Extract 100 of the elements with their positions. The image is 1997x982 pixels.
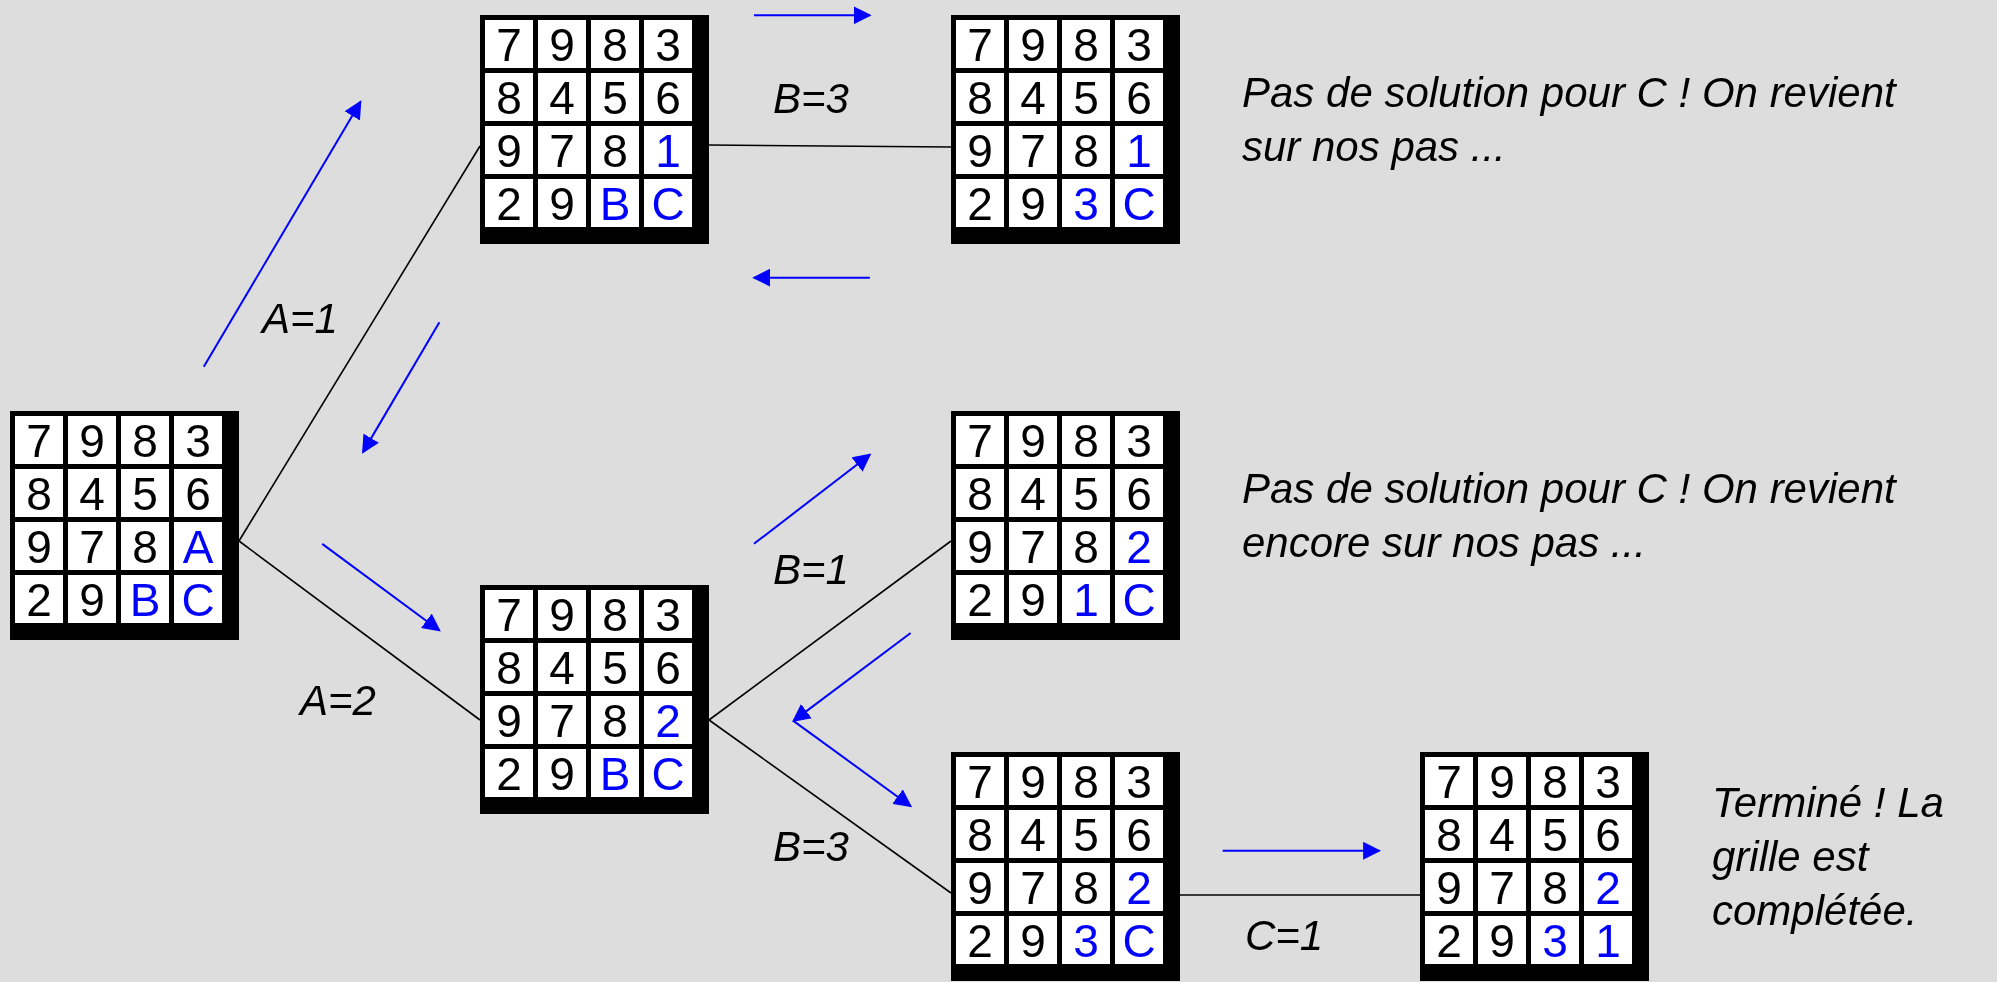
tree-branch-line	[1179, 894, 1421, 896]
grid-cell: 1	[1584, 916, 1632, 964]
grid-cell: 9	[1425, 863, 1473, 911]
sudoku-grid	[480, 585, 709, 814]
grid-cell: 9	[538, 749, 586, 797]
grid-cell: 8	[1062, 757, 1110, 805]
grid-cell: 8	[1062, 863, 1110, 911]
grid-cell: 5	[591, 73, 639, 121]
grid-cell: 7	[956, 757, 1004, 805]
grid-cell: 7	[1425, 757, 1473, 805]
grid-cell: 8	[1531, 863, 1579, 911]
annotation-text: Pas de solution pour C ! On revient encore sur nos pas ...	[1242, 464, 1898, 568]
grid-cell: 1	[1115, 126, 1163, 174]
grid-cell: 8	[591, 696, 639, 744]
edge-label: B=3	[773, 75, 849, 123]
annotation-text: Pas de solution pour C ! On revient sur nos pas ...	[1242, 68, 1898, 172]
grid-cell: 7	[956, 416, 1004, 464]
grid-cell: 2	[1584, 863, 1632, 911]
tree-branch-line	[238, 145, 481, 542]
edge-label: A=1	[262, 295, 338, 343]
grid-cell: 5	[591, 643, 639, 691]
grid-cell: C	[1115, 179, 1163, 227]
tree-branch-line	[708, 540, 952, 721]
grid-cell: 8	[591, 590, 639, 638]
grid-cell: 8	[15, 469, 63, 517]
grid-cell: 8	[1531, 757, 1579, 805]
grid-cell: C	[1115, 575, 1163, 623]
grid-cell: 9	[1009, 757, 1057, 805]
sudoku-grid	[480, 15, 709, 244]
grid-cell: 7	[1009, 863, 1057, 911]
grid-cell: 7	[485, 590, 533, 638]
grid-cell: 8	[1062, 522, 1110, 570]
grid-cell: 1	[1062, 575, 1110, 623]
grid-cell: 3	[1115, 757, 1163, 805]
grid-cell: 4	[1009, 73, 1057, 121]
grid-cell: 9	[1009, 20, 1057, 68]
grid-cell: 9	[1009, 416, 1057, 464]
grid-cell: 2	[644, 696, 692, 744]
tree-branch-line	[238, 540, 481, 721]
grid-cell: 9	[538, 20, 586, 68]
grid-cell: 9	[1478, 757, 1526, 805]
grid-cell: 8	[1062, 20, 1110, 68]
edge-label: B=1	[773, 546, 849, 594]
grid-cell: 3	[1062, 916, 1110, 964]
grid-cell: C	[644, 749, 692, 797]
sudoku-grid	[951, 411, 1180, 640]
grid-cell: 5	[1062, 469, 1110, 517]
grid-cell: 7	[1009, 522, 1057, 570]
grid-cell: 9	[538, 179, 586, 227]
grid-cell: C	[644, 179, 692, 227]
grid-cell: 7	[956, 20, 1004, 68]
grid-cell: 9	[485, 126, 533, 174]
grid-cell: 8	[956, 469, 1004, 517]
grid-cell: 7	[538, 126, 586, 174]
annotation-text: Terminé ! La grille est complétée.	[1712, 778, 1945, 936]
grid-cell: 5	[1531, 810, 1579, 858]
grid-cell: 9	[538, 590, 586, 638]
grid-cell: 6	[644, 643, 692, 691]
grid-cell: 5	[121, 469, 169, 517]
grid-cell: 9	[1478, 916, 1526, 964]
grid-cell: 7	[68, 522, 116, 570]
grid-cell: 4	[538, 643, 586, 691]
grid-cell: 2	[956, 916, 1004, 964]
grid-cell: 1	[644, 126, 692, 174]
grid-cell: C	[174, 575, 222, 623]
grid-cell: 3	[644, 590, 692, 638]
grid-cell: 3	[1062, 179, 1110, 227]
grid-cell: 8	[591, 20, 639, 68]
grid-cell: 7	[1009, 126, 1057, 174]
grid-cell: 4	[1009, 810, 1057, 858]
grid-cell: 8	[485, 643, 533, 691]
grid-cell: A	[174, 522, 222, 570]
grid-cell: 9	[68, 575, 116, 623]
grid-cell: 7	[485, 20, 533, 68]
grid-cell: 9	[1009, 916, 1057, 964]
grid-cell: B	[591, 179, 639, 227]
tree-branch-line	[708, 144, 952, 148]
grid-cell: 3	[1115, 20, 1163, 68]
grid-cell: 8	[121, 416, 169, 464]
sudoku-grid	[951, 15, 1180, 244]
grid-cell: 8	[121, 522, 169, 570]
grid-cell: 9	[1009, 179, 1057, 227]
grid-cell: 9	[956, 126, 1004, 174]
grid-cell: 2	[956, 575, 1004, 623]
grid-cell: 6	[1115, 810, 1163, 858]
tree-branch-line	[708, 719, 952, 894]
grid-cell: 3	[174, 416, 222, 464]
grid-cell: B	[591, 749, 639, 797]
grid-cell: 2	[956, 179, 1004, 227]
grid-cell: 4	[68, 469, 116, 517]
grid-cell: C	[1115, 916, 1163, 964]
sudoku-grid	[951, 752, 1180, 981]
grid-cell: 6	[1115, 73, 1163, 121]
grid-cell: 3	[1584, 757, 1632, 805]
grid-cell: 9	[68, 416, 116, 464]
grid-cell: 9	[15, 522, 63, 570]
grid-cell: 9	[956, 522, 1004, 570]
grid-cell: 8	[956, 73, 1004, 121]
grid-cell: 8	[485, 73, 533, 121]
grid-cell: 6	[174, 469, 222, 517]
